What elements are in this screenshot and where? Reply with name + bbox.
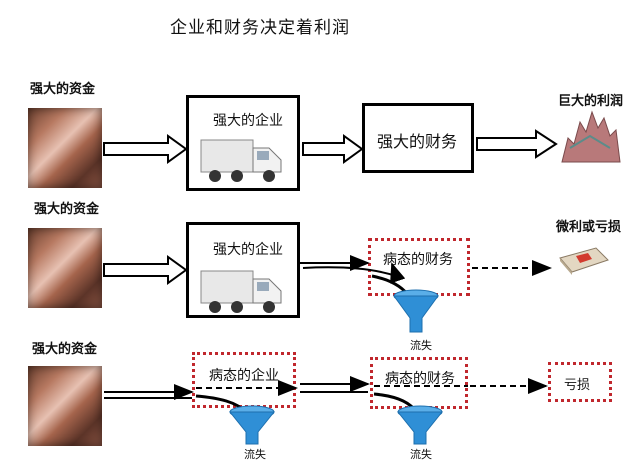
row3-finance-box: 病态的财务 — [370, 357, 468, 409]
funnel-icon — [228, 405, 276, 445]
row3-finance-loss-label: 流失 — [410, 448, 432, 461]
row1-finance-box: 强大的财务 — [362, 103, 474, 173]
funnel-icon — [393, 289, 439, 333]
row1-result-label: 巨大的利润 — [558, 94, 624, 109]
row3-enterprise-loss-label: 流失 — [244, 448, 266, 461]
row2-flow-line — [302, 262, 406, 284]
row1-arrow-enterprise-finance — [302, 134, 364, 164]
row2-result-label: 微利或亏损 — [556, 220, 622, 235]
money-stack-image — [28, 228, 102, 308]
row1-finance-label: 强大的财务 — [377, 132, 458, 151]
row3-enterprise-label: 病态的企业 — [209, 368, 279, 384]
row1-arrow-capital-enterprise — [103, 134, 188, 164]
row2-loss-label: 流失 — [410, 339, 432, 352]
row2-capital-label: 强大的资金 — [34, 202, 100, 217]
row3-result-box: 亏损 — [548, 362, 612, 402]
row2-enterprise-label: 强大的企业 — [213, 242, 283, 258]
diagram-title: 企业和财务决定着利润 — [170, 18, 350, 38]
row1-capital-label: 强大的资金 — [30, 82, 96, 97]
money-stack-image — [28, 366, 102, 446]
row1-arrow-finance-profit — [476, 129, 558, 159]
row3-result-label: 亏损 — [564, 378, 591, 393]
truck-image — [200, 270, 282, 313]
truck-image — [200, 139, 282, 182]
funnel-icon — [396, 405, 444, 445]
row1-enterprise-box: 强大的企业 — [186, 95, 300, 191]
row2-arrow-capital-enterprise — [103, 255, 188, 285]
row3-finance-label: 病态的财务 — [385, 371, 455, 387]
money-stack-image — [28, 108, 102, 188]
row3-capital-label: 强大的资金 — [32, 342, 98, 357]
cash-bundle-image — [559, 247, 609, 275]
profit-mountain-image — [561, 110, 621, 163]
row1-enterprise-label: 强大的企业 — [213, 113, 283, 129]
